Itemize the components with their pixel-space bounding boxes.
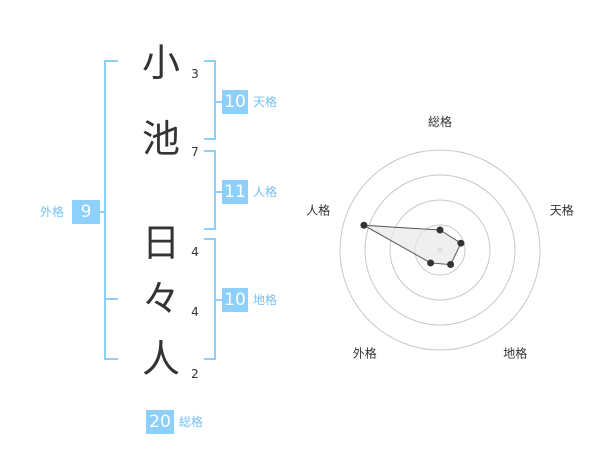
radar-series-area <box>363 224 462 266</box>
radar-point-3 <box>427 259 435 267</box>
tenkaku-label: 天格 <box>253 95 278 109</box>
radar-axis-label-1: 天格 <box>550 202 574 217</box>
soukaku-value: 20 <box>146 410 174 434</box>
radar-point-2 <box>447 261 455 269</box>
gaikaku-label: 外格 <box>40 205 65 219</box>
name-char-2: 池 <box>141 117 180 161</box>
name-char-5: 人 <box>141 337 180 381</box>
tenkaku-value: 10 <box>222 90 248 114</box>
chikaku-label: 地格 <box>253 293 278 307</box>
stroke-count-3: 4 <box>191 245 199 259</box>
radar-axis-label-2: 地格 <box>503 346 527 361</box>
gaikaku-value: 9 <box>72 200 100 224</box>
jinkaku-value: 11 <box>222 180 248 204</box>
radar-axis-label-4: 人格 <box>306 202 330 217</box>
name-char-4: 々 <box>141 277 180 321</box>
radar-axis-label-3: 外格 <box>353 346 377 361</box>
radar-point-0 <box>436 226 444 234</box>
soukaku-label: 総格 <box>179 415 204 429</box>
radar-point-4 <box>360 221 368 229</box>
radar-axis-label-0: 総格 <box>428 114 452 129</box>
radar-ring-4 <box>339 149 541 351</box>
name-char-3: 日 <box>141 221 180 265</box>
chikaku-value: 10 <box>222 288 248 312</box>
radar-ring-3 <box>364 174 516 326</box>
stroke-count-5: 2 <box>191 367 199 381</box>
stroke-count-4: 4 <box>191 305 199 319</box>
radar-point-1 <box>457 239 465 247</box>
jinkaku-label: 人格 <box>253 185 278 199</box>
stroke-count-1: 3 <box>191 67 199 81</box>
name-char-1: 小 <box>141 41 180 85</box>
stroke-count-2: 7 <box>191 145 199 159</box>
radar-ring-2 <box>389 199 491 301</box>
